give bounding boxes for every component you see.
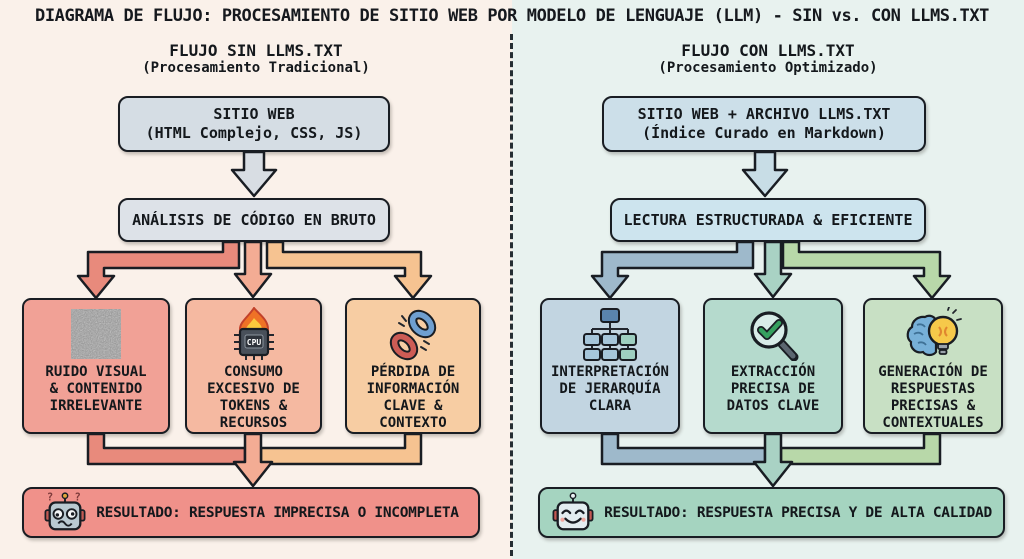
right-branch-extraction-label: EXTRACCIÓN PRECISA DE DATOS CLAVE xyxy=(726,364,820,414)
flow-without-llmstxt-panel: FLUJO SIN LLMS.TXT (Procesamiento Tradic… xyxy=(22,41,481,538)
left-source-line2: (HTML Complejo, CSS, JS) xyxy=(145,124,363,142)
noise-icon xyxy=(71,309,121,359)
brain-bulb-icon xyxy=(906,307,962,357)
left-source-line1: SITIO WEB xyxy=(213,105,295,123)
hierarchy-icon xyxy=(583,308,637,361)
left-branch-noise-label: RUIDO VISUAL & CONTENIDO IRRELEVANTE xyxy=(45,364,147,414)
right-subheading: (Procesamiento Optimizado) xyxy=(658,60,878,76)
right-branch-generation-label: GENERACIÓN DE RESPUESTAS PRECISAS & CONT… xyxy=(878,364,988,431)
left-source-box: SITIO WEB (HTML Complejo, CSS, JS) xyxy=(118,96,390,152)
right-branch-generation-box: GENERACIÓN DE RESPUESTAS PRECISAS & CONT… xyxy=(863,298,1003,434)
right-heading: FLUJO CON LLMS.TXT xyxy=(681,41,855,60)
left-result-box: ? ? RESULTADO: RESPUESTA IMPRECISA O INC… xyxy=(22,487,480,538)
right-down-arrow xyxy=(741,152,789,198)
svg-text:?: ? xyxy=(75,491,81,503)
cpu-fire-icon: CPU xyxy=(233,307,274,360)
broken-chain-icon xyxy=(389,309,437,361)
left-fanin-arrows xyxy=(86,434,423,488)
svg-text:?: ? xyxy=(47,491,53,503)
left-subheading: (Procesamiento Tradicional) xyxy=(142,60,370,76)
right-fanin-arrows xyxy=(600,434,942,488)
left-result-label: RESULTADO: RESPUESTA IMPRECISA O INCOMPL… xyxy=(96,504,459,521)
right-source-box: SITIO WEB + ARCHIVO LLMS.TXT (Índice Cur… xyxy=(602,96,926,152)
right-branch-hierarchy-box: INTERPRETACIÓN DE JERARQUÍA CLARA xyxy=(540,298,680,434)
magnifier-check-icon xyxy=(750,311,799,361)
flow-with-llmstxt-panel: FLUJO CON LLMS.TXT (Procesamiento Optimi… xyxy=(512,0,1024,559)
robot-happy-icon xyxy=(552,491,594,530)
left-branch-context-label: PÉRDIDA DE INFORMACIÓN CLAVE & CONTEXTO xyxy=(366,364,460,431)
panel-divider xyxy=(510,34,513,556)
left-branch-context-box: PÉRDIDA DE INFORMACIÓN CLAVE & CONTEXTO xyxy=(345,298,481,434)
diagram-title: DIAGRAMA DE FLUJO: PROCESAMIENTO DE SITI… xyxy=(35,6,989,26)
right-process-box: LECTURA ESTRUCTURADA & EFICIENTE xyxy=(610,198,926,242)
left-process-label: ANÁLISIS DE CÓDIGO EN BRUTO xyxy=(132,211,376,229)
right-source-line1: SITIO WEB + ARCHIVO LLMS.TXT xyxy=(637,105,891,123)
left-heading: FLUJO SIN LLMS.TXT xyxy=(169,41,343,60)
svg-text:CPU: CPU xyxy=(246,338,261,347)
left-process-box: ANÁLISIS DE CÓDIGO EN BRUTO xyxy=(118,198,390,242)
left-branch-tokens-label: CONSUMO EXCESIVO DE TOKENS & RECURSOS xyxy=(207,364,300,431)
left-branch-noise-box: RUIDO VISUAL & CONTENIDO IRRELEVANTE xyxy=(22,298,170,434)
right-process-label: LECTURA ESTRUCTURADA & EFICIENTE xyxy=(623,211,913,229)
right-fanout-arrows xyxy=(590,242,952,300)
left-branch-tokens-box: CPU CONSUMO EXCESIVO DE TOKENS & RECURSO… xyxy=(185,298,322,434)
right-source-line2: (Índice Curado en Markdown) xyxy=(642,124,886,142)
left-fanout-arrows xyxy=(76,242,433,300)
left-down-arrow xyxy=(230,152,278,198)
right-result-box: RESULTADO: RESPUESTA PRECISA Y DE ALTA C… xyxy=(538,487,1005,538)
right-branch-extraction-box: EXTRACCIÓN PRECISA DE DATOS CLAVE xyxy=(703,298,843,434)
right-result-label: RESULTADO: RESPUESTA PRECISA Y DE ALTA C… xyxy=(604,504,992,521)
right-branch-hierarchy-label: INTERPRETACIÓN DE JERARQUÍA CLARA xyxy=(550,364,669,414)
robot-confused-icon: ? ? xyxy=(44,491,86,530)
